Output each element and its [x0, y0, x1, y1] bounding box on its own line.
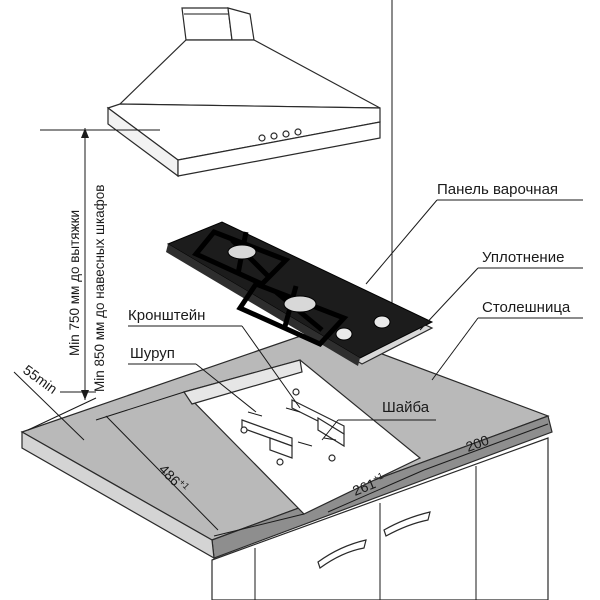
range-hood — [106, 7, 381, 178]
washer-part — [292, 388, 300, 396]
callouts: Панель варочная Уплотнение Столешница Кр… — [128, 181, 583, 441]
hood-knob-icon — [258, 134, 266, 142]
gas-hob — [166, 221, 434, 366]
side-gap-dimension: 200 — [423, 423, 549, 471]
vertical-clearance-dimension: Min 750 мм до вытяжки Min 850 мм до наве… — [40, 128, 160, 400]
label-countertop: Столешница — [482, 299, 571, 316]
burner-icon — [283, 295, 317, 313]
edge-gap-text: 55min — [20, 361, 60, 396]
washer-part — [276, 458, 284, 466]
cutout-width-dimension: 261+1 — [327, 469, 425, 513]
burner-icon — [227, 244, 257, 260]
cutout-width-tolerance: +1 — [371, 470, 384, 483]
label-washer: Шайба — [382, 399, 430, 416]
label-seal: Уплотнение — [482, 249, 564, 266]
base-cabinet — [211, 437, 549, 600]
hood-clearance-text: Min 750 мм до вытяжки — [67, 210, 82, 356]
hob-knob-icon — [335, 327, 353, 341]
hood-knob-icon — [270, 132, 278, 140]
mounting-hardware — [240, 388, 345, 466]
hood-knob-icon — [282, 130, 290, 138]
cabinet-clearance-text: Min 850 мм до навесных шкафов — [92, 185, 107, 392]
hood-knob-icon — [294, 128, 302, 136]
washer-part — [328, 454, 336, 462]
side-gap-text: 200 — [464, 432, 492, 455]
label-hob: Панель варочная — [437, 181, 558, 198]
label-bracket: Кронштейн — [128, 307, 205, 324]
cabinet-handle-icon — [317, 539, 367, 569]
washer-part — [240, 426, 248, 434]
label-screw: Шуруп — [130, 345, 175, 362]
cabinet-handle-icon — [383, 511, 431, 537]
hob-knob-icon — [373, 315, 391, 329]
